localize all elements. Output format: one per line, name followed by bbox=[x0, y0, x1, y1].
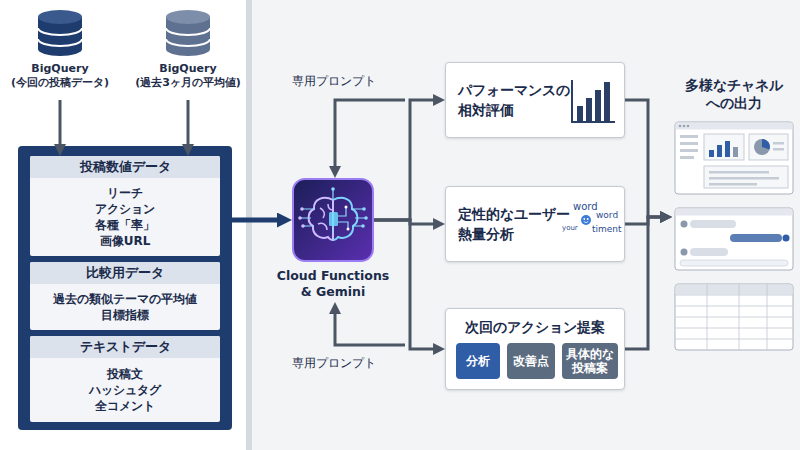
panel-heading: 比較用データ bbox=[30, 262, 220, 284]
cylinder-band bbox=[166, 39, 210, 46]
panel-heading: テキストデータ bbox=[30, 336, 220, 358]
box-title: パフォーマンスの 相対評価 bbox=[458, 80, 570, 120]
flow-arrow bbox=[625, 217, 667, 349]
prompt-arrow bbox=[335, 307, 405, 345]
cylinder-band bbox=[38, 39, 82, 46]
flow-arrow bbox=[374, 100, 440, 220]
panel-heading: 投稿数値データ bbox=[30, 156, 220, 178]
smiley-mouth bbox=[584, 222, 588, 223]
word-cloud-text: timent bbox=[592, 224, 622, 235]
output-box: 定性的なユーザー 熱量分析 bbox=[445, 186, 625, 262]
ai-engine: Cloud Functions & Gemini bbox=[292, 178, 374, 262]
ai-icon bbox=[292, 178, 374, 262]
action-chip: 具体的な 投稿案 bbox=[562, 343, 618, 379]
divider bbox=[246, 0, 252, 450]
cylinder-band bbox=[166, 28, 210, 35]
chip-text: 改善点 bbox=[513, 354, 549, 368]
flow-arrow bbox=[374, 220, 440, 349]
smiley bbox=[581, 215, 591, 225]
output-box: 次回のアクション提案分析 改善点 具体的な 投稿案 bbox=[445, 308, 625, 390]
box-title-lines: 定性的なユーザー 熱量分析 bbox=[458, 204, 570, 244]
prompt-arrow bbox=[335, 100, 405, 173]
data-panel: 投稿数値データリーチ アクション 各種「率」 画像URL bbox=[30, 156, 220, 256]
channel-heading-lines: 多様なチャネル への出力 bbox=[685, 76, 783, 112]
input-container bbox=[18, 146, 232, 430]
data-panel: テキストデータ投稿文 ハッシュタグ 全コメント bbox=[30, 336, 220, 422]
action-chip: 分析 bbox=[456, 343, 500, 379]
panel-body: 投稿文 ハッシュタグ 全コメント bbox=[30, 358, 220, 422]
panel-body: 過去の類似テーマの平均値 目標指標 bbox=[30, 284, 220, 330]
chip-text: 分析 bbox=[466, 354, 490, 368]
chart-bar bbox=[604, 82, 610, 122]
database-icon bbox=[5, 8, 115, 58]
bar-chart-icon bbox=[572, 80, 615, 122]
flow-arrow bbox=[59, 100, 62, 151]
circuit-line bbox=[301, 190, 365, 234]
panel-body-lines: 投稿文 ハッシュタグ 全コメント bbox=[89, 366, 161, 414]
word-cloud-text: word bbox=[596, 210, 618, 221]
smiley-eye bbox=[583, 218, 585, 220]
prompt-label: 専用プロンプト bbox=[292, 356, 376, 370]
database-label-lines: BigQuery (過去3ヶ月の平均値) bbox=[135, 62, 241, 90]
output-box: パフォーマンスの 相対評価 bbox=[445, 62, 625, 138]
word-cloud-text: word bbox=[573, 201, 598, 213]
cylinder-top bbox=[166, 10, 210, 24]
database-label-lines: BigQuery (今回の投稿データ) bbox=[11, 62, 109, 90]
cylinder-body bbox=[166, 17, 210, 56]
brain-left bbox=[309, 198, 333, 240]
smiley-eye bbox=[587, 218, 589, 220]
chart-bar bbox=[586, 98, 592, 122]
box-title: 定性的なユーザー 熱量分析 bbox=[458, 204, 570, 244]
channel-output: 多様なチャネル への出力 bbox=[672, 72, 796, 362]
chip bbox=[329, 212, 338, 226]
brain-right bbox=[333, 198, 357, 240]
box-title: 次回のアクション提案 bbox=[446, 317, 624, 337]
chat-mockup bbox=[675, 208, 793, 270]
panel-body-lines: リーチ アクション 各種「率」 画像URL bbox=[95, 185, 155, 249]
dashboard-mockup bbox=[675, 122, 793, 194]
icon-frame bbox=[293, 179, 373, 261]
chart-axis bbox=[572, 80, 615, 122]
channel-mockups bbox=[672, 118, 796, 358]
box-title-lines: パフォーマンスの 相対評価 bbox=[458, 80, 570, 120]
brain-fold bbox=[318, 204, 333, 230]
cylinder-body bbox=[38, 17, 82, 56]
flow-arrow bbox=[625, 217, 667, 224]
chip-text-lines: 分析 bbox=[466, 354, 490, 368]
right-panel bbox=[252, 0, 800, 450]
database-node: BigQuery (今回の投稿データ) bbox=[5, 8, 115, 100]
action-chip: 改善点 bbox=[507, 343, 555, 379]
flow-arrow bbox=[374, 220, 440, 224]
word-cloud-text: your bbox=[562, 224, 578, 232]
database-label: BigQuery (過去3ヶ月の平均値) bbox=[133, 62, 243, 90]
chart-bar bbox=[577, 106, 583, 122]
ai-engine-label: Cloud Functions & Gemini bbox=[272, 268, 394, 300]
database-node: BigQuery (過去3ヶ月の平均値) bbox=[133, 8, 243, 100]
chip-text: 具体的な 投稿案 bbox=[566, 347, 614, 375]
flow-arrow bbox=[187, 100, 190, 151]
flow-arrow bbox=[625, 100, 667, 217]
chart-bar bbox=[595, 90, 601, 122]
panel-body: リーチ アクション 各種「率」 画像URL bbox=[30, 178, 220, 256]
table-mockup bbox=[675, 284, 793, 350]
chip-text-lines: 具体的な 投稿案 bbox=[566, 347, 614, 375]
database-icon bbox=[133, 8, 243, 58]
data-panel: 比較用データ過去の類似テーマの平均値 目標指標 bbox=[30, 262, 220, 330]
sentiment-icon bbox=[581, 215, 591, 225]
cylinder-band bbox=[38, 28, 82, 35]
panel-body-lines: 過去の類似テーマの平均値 目標指標 bbox=[53, 291, 197, 323]
cylinder-top bbox=[38, 10, 82, 24]
chip-text-lines: 改善点 bbox=[513, 354, 549, 368]
left-panel bbox=[0, 0, 246, 450]
prompt-label: 専用プロンプト bbox=[292, 74, 376, 88]
flow-arrow bbox=[220, 218, 286, 223]
channel-heading: 多様なチャネル への出力 bbox=[672, 76, 796, 112]
database-label: BigQuery (今回の投稿データ) bbox=[5, 62, 115, 90]
